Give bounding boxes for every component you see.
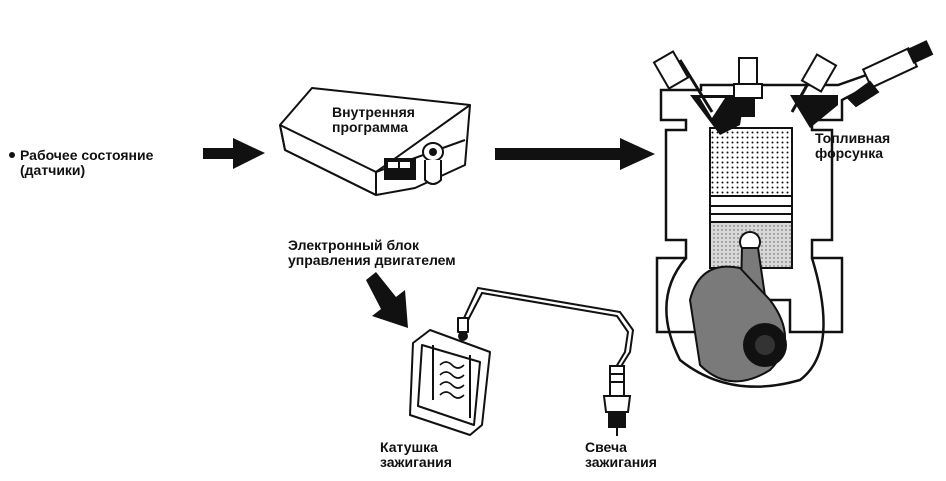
ecu-box-illustration (279, 87, 471, 196)
engine-cylinder-illustration (652, 40, 934, 388)
label-fuel-injector-line1: Топливная (815, 130, 891, 146)
label-spark-plug-line2: зажигания (585, 454, 657, 470)
label-internal-program-line1: Внутренняя (332, 104, 415, 120)
label-internal-program-line2: программа (332, 119, 409, 135)
label-spark-plug-line1: Свеча (585, 439, 627, 455)
label-ignition-coil-line1: Катушка (380, 439, 438, 455)
label-operating-state: Рабочее состояние (датчики) (20, 148, 153, 178)
label-ignition-coil: Катушка зажигания (380, 440, 452, 470)
label-operating-state-line1: Рабочее состояние (20, 147, 154, 163)
label-internal-program: Внутренняя программа (332, 105, 415, 135)
label-ecu-line1: Электронный блок (288, 237, 420, 253)
label-operating-state-line2: (датчики) (20, 162, 86, 178)
label-spark-plug: Свеча зажигания (585, 440, 657, 470)
sensors-bullet-icon (9, 152, 15, 158)
ht-lead (463, 286, 635, 369)
label-ignition-coil-line2: зажигания (380, 454, 452, 470)
ignition-coil-illustration (409, 317, 491, 436)
label-fuel-injector: Топливная форсунка (815, 131, 890, 161)
arrow-ecu-to-coil (366, 272, 408, 328)
label-ecu: Электронный блок управления двигателем (288, 238, 456, 268)
label-fuel-injector-line2: форсунка (815, 145, 883, 161)
arrow-ecu-to-engine (495, 138, 655, 170)
spark-plug-illustration (602, 365, 632, 436)
label-ecu-line2: управления двигателем (288, 252, 456, 268)
arrow-sensors-to-ecu (203, 138, 265, 169)
